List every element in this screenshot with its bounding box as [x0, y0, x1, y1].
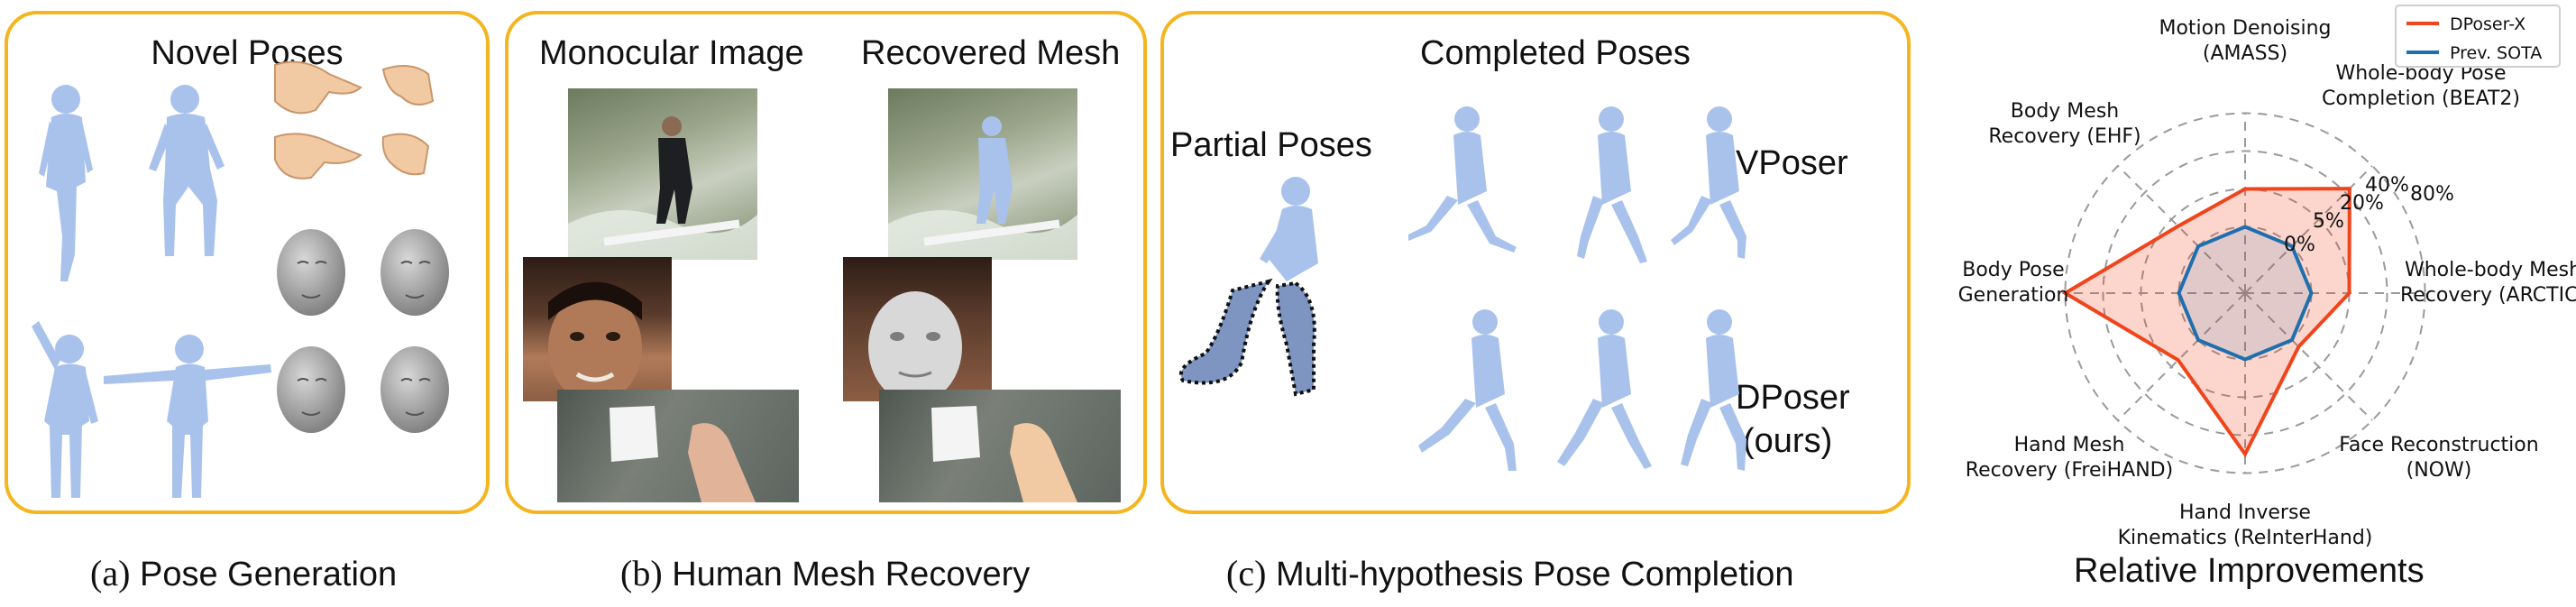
panel-b-caption: (b) Human Mesh Recovery — [620, 552, 1030, 594]
ring-label-1: 5% — [2313, 210, 2344, 233]
radar-series-dposer-x — [2061, 187, 2351, 458]
radar-spoke-3 — [2244, 292, 2373, 421]
surfer-mesh-overlay — [888, 88, 1077, 260]
axis-label-1-line2: Completion (BEAT2) — [2322, 87, 2520, 110]
face-photo — [523, 257, 672, 401]
partial-pose-figure — [1178, 177, 1318, 397]
legend-label-1: Prev. SOTA — [2450, 43, 2542, 63]
dposer-label-line1: DPoser — [1736, 379, 1850, 417]
vposer-pose-2 — [1577, 106, 1647, 263]
vposer-pose-3 — [1671, 106, 1746, 259]
surfer-photo — [568, 88, 757, 260]
panel-a-caption: (a) Pose Generation — [90, 552, 397, 594]
axis-label-6-line2: Generation — [1958, 284, 2069, 307]
body-mesh-4 — [104, 335, 271, 498]
hand-mesh-overlay — [879, 390, 1121, 502]
dposer-pose-2 — [1557, 309, 1652, 469]
ring-label-3: 40% — [2365, 174, 2409, 197]
panel-a-caption-label: (a) — [90, 553, 131, 593]
vposer-pose-1 — [1408, 106, 1517, 253]
partial-poses-label: Partial Poses — [1170, 126, 1372, 164]
panel-c-caption: (c) Multi-hypothesis Pose Completion — [1226, 552, 1793, 594]
radar-spoke-5 — [2117, 292, 2246, 421]
panel-b-right-header: Recovered Mesh — [861, 34, 1121, 72]
body-mesh-2 — [149, 85, 225, 256]
body-mesh-3 — [32, 321, 98, 498]
dposer-row — [1418, 309, 1746, 471]
ring-label-0: 0% — [2284, 234, 2315, 256]
radar-axis-labels: Motion Denoising(AMASS)Whole-body PoseCo… — [1958, 17, 2576, 549]
panel-a-caption-text: Pose Generation — [139, 556, 398, 593]
panel-c-illustrations — [1178, 106, 1746, 471]
ring-label-2: 20% — [2340, 192, 2384, 215]
dposer-pose-1 — [1418, 309, 1517, 471]
panel-c-title: Completed Poses — [1420, 34, 1691, 72]
axis-label-0-line1: Motion Denoising — [2159, 17, 2331, 40]
axis-label-4-line2: Kinematics (ReInterHand) — [2118, 527, 2373, 549]
radar-legend: DPoser-X Prev. SOTA — [2395, 5, 2561, 68]
vposer-label: VPoser — [1736, 144, 1848, 182]
axis-label-0-line2: (AMASS) — [2203, 42, 2287, 65]
panel-c-caption-text: Multi-hypothesis Pose Completion — [1275, 556, 1794, 593]
dposer-pose-3 — [1681, 309, 1746, 471]
axis-label-4-line1: Hand Inverse — [2179, 501, 2311, 524]
panel-d-caption: Relative Improvements — [2074, 552, 2425, 591]
axis-label-7-line2: Recovery (EHF) — [1988, 125, 2141, 148]
radar-spoke-7 — [2117, 165, 2246, 294]
radar-chart: Motion Denoising(AMASS)Whole-body PoseCo… — [1958, 5, 2576, 549]
axis-label-7-line1: Body Mesh — [2011, 100, 2119, 123]
hand-photo — [557, 390, 799, 502]
radar-ring-2 — [2102, 150, 2388, 437]
dposer-label-line2: (ours) — [1743, 422, 1833, 460]
radar-grid — [2064, 112, 2426, 474]
panel-a-illustrations — [32, 60, 449, 498]
axis-label-5-line2: Recovery (FreiHAND) — [1966, 459, 2173, 482]
axis-label-6-line1: Body Pose — [1962, 259, 2064, 281]
face-mesh-overlay — [843, 257, 992, 401]
panel-b-caption-text: Human Mesh Recovery — [672, 556, 1031, 593]
radar-series-prev-sota — [2177, 225, 2314, 362]
panel-b-left-header: Monocular Image — [539, 34, 804, 72]
panel-d-caption-text: Relative Improvements — [2074, 552, 2425, 590]
ring-label-4: 80% — [2410, 183, 2454, 206]
hand-mesh-group — [274, 60, 435, 179]
axis-label-2-line1: Whole-body Mesh — [2405, 259, 2576, 281]
axis-label-3-line1: Face Reconstruction — [2339, 434, 2538, 456]
axis-label-3-line2: (NOW) — [2406, 459, 2472, 482]
face-mesh-group — [277, 229, 449, 433]
panel-b-caption-label: (b) — [620, 553, 663, 593]
legend-label-0: DPoser-X — [2450, 14, 2526, 34]
axis-label-5-line1: Hand Mesh — [2014, 434, 2125, 456]
axis-label-2-line2: Recovery (ARCTIC) — [2400, 284, 2576, 307]
radar-series — [2061, 187, 2351, 458]
panel-c-caption-label: (c) — [1226, 553, 1267, 593]
body-mesh-1 — [39, 85, 93, 281]
vposer-row — [1408, 106, 1746, 263]
radar-ring-labels: 0%5%20%40%80% — [2284, 174, 2454, 256]
